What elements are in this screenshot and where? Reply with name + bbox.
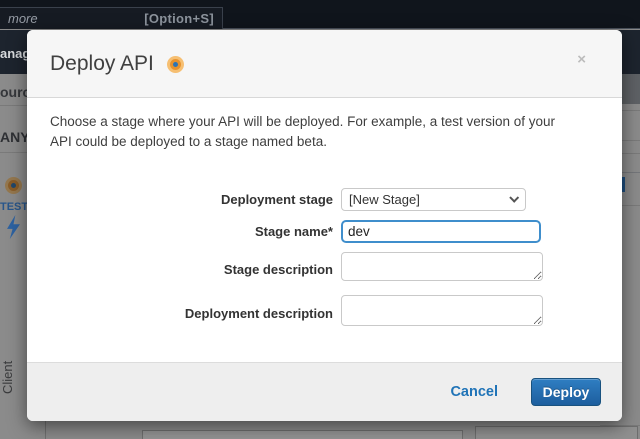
stage-name-label: Stage name* xyxy=(254,224,333,239)
stage-description-row: Stage description xyxy=(50,252,599,286)
bullseye-icon xyxy=(167,56,185,73)
navbar-partial-text: anag xyxy=(0,46,31,61)
close-icon[interactable]: × xyxy=(577,51,586,68)
shortcut-hint-panel: more [Option+S] xyxy=(0,7,223,29)
divider xyxy=(600,425,640,426)
deployment-stage-select[interactable]: [New Stage] xyxy=(341,188,526,211)
dialog-header: Deploy API × xyxy=(27,30,622,98)
deployment-stage-field: [New Stage] xyxy=(341,188,526,211)
deployment-description-row: Deployment description xyxy=(50,295,599,331)
browser-topbar: more [Option+S] xyxy=(0,0,640,29)
deployment-description-label: Deployment description xyxy=(184,305,333,321)
bullseye-icon xyxy=(5,177,22,194)
deployment-description-textarea[interactable] xyxy=(341,295,543,326)
dialog-footer: Cancel Deploy xyxy=(27,362,622,421)
dialog-title: Deploy API xyxy=(50,52,154,75)
deploy-button[interactable]: Deploy xyxy=(531,378,601,406)
background-box xyxy=(475,426,638,439)
cancel-button[interactable]: Cancel xyxy=(450,384,498,400)
client-section-label: Client xyxy=(0,360,15,394)
background-box xyxy=(142,430,463,439)
stage-description-textarea[interactable] xyxy=(341,252,543,281)
dialog-body: Choose a stage where your API will be de… xyxy=(27,98,622,331)
deploy-api-dialog: Deploy API × Choose a stage where your A… xyxy=(27,30,622,421)
deployment-stage-label: Deployment stage xyxy=(221,192,333,207)
resources-partial-text: ourc xyxy=(0,84,27,100)
dialog-description: Choose a stage where your API will be de… xyxy=(50,114,556,149)
deploy-form: Deployment stage [New Stage] Stage name*… xyxy=(50,188,599,331)
divider xyxy=(45,421,46,439)
shortcut-label: [Option+S] xyxy=(144,11,214,26)
method-any-partial-text: ANY xyxy=(0,129,27,145)
background-link-fragment xyxy=(621,177,625,192)
stage-name-row: Stage name* xyxy=(50,220,599,243)
divider xyxy=(0,105,27,106)
stage-name-input[interactable] xyxy=(341,220,541,243)
deployment-stage-row: Deployment stage [New Stage] xyxy=(50,188,599,211)
lightning-icon xyxy=(6,215,21,244)
test-label: TEST xyxy=(0,201,27,213)
more-label: more xyxy=(8,11,38,26)
stage-description-label: Stage description xyxy=(223,261,333,277)
divider xyxy=(0,152,27,153)
